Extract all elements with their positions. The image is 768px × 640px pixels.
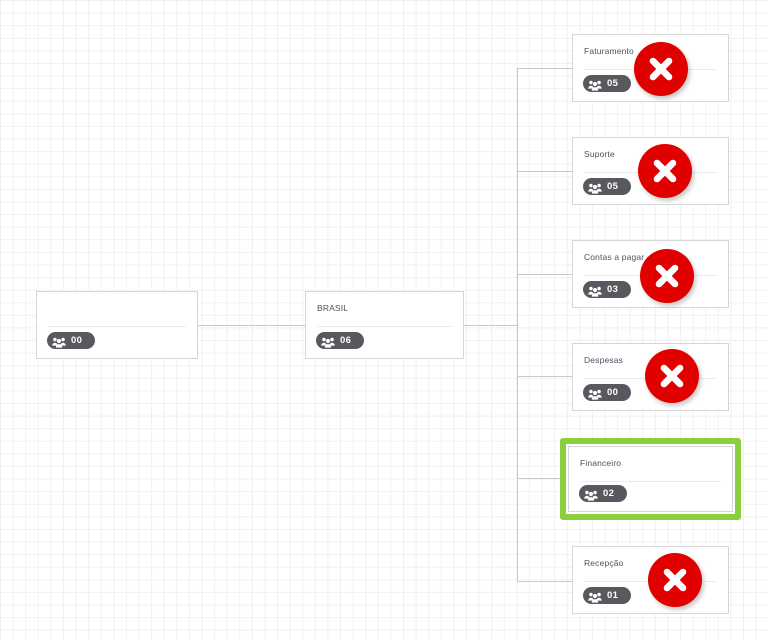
node-brasil[interactable]: BRASIL 06 bbox=[305, 291, 464, 359]
close-x-icon bbox=[657, 361, 687, 391]
member-count-badge: 02 bbox=[579, 485, 627, 502]
group-people-icon bbox=[588, 181, 602, 194]
node-root[interactable]: 00 bbox=[36, 291, 198, 359]
member-count-value: 03 bbox=[607, 283, 619, 295]
member-count-badge: 05 bbox=[583, 178, 631, 195]
node-title: Despesas bbox=[584, 355, 623, 365]
delete-node-button-contas-a-pagar[interactable] bbox=[640, 249, 694, 303]
node-divider bbox=[48, 326, 186, 327]
delete-node-button-recepcao[interactable] bbox=[648, 553, 702, 607]
group-people-icon bbox=[588, 78, 602, 91]
group-people-icon bbox=[52, 335, 66, 348]
member-count-value: 05 bbox=[607, 180, 619, 192]
delete-node-button-suporte[interactable] bbox=[638, 144, 692, 198]
node-financeiro[interactable]: Financeiro 02 bbox=[568, 446, 733, 512]
close-x-icon bbox=[646, 54, 676, 84]
member-count-value: 00 bbox=[607, 386, 619, 398]
member-count-badge: 03 bbox=[583, 281, 631, 298]
connector-branch-4 bbox=[517, 376, 572, 377]
node-divider bbox=[317, 326, 452, 327]
member-count-badge: 00 bbox=[583, 384, 631, 401]
connector-branch-5 bbox=[517, 478, 567, 479]
node-title: Contas a pagar bbox=[584, 252, 645, 262]
member-count-value: 00 bbox=[71, 334, 83, 346]
group-people-icon bbox=[588, 590, 602, 603]
connector-root-to-brasil bbox=[198, 325, 305, 326]
group-people-icon bbox=[588, 387, 602, 400]
node-divider bbox=[580, 481, 721, 482]
member-count-badge: 05 bbox=[583, 75, 631, 92]
member-count-value: 01 bbox=[607, 589, 619, 601]
close-x-icon bbox=[660, 565, 690, 595]
node-title: Faturamento bbox=[584, 46, 634, 56]
node-title: Financeiro bbox=[580, 458, 622, 468]
member-count-badge: 06 bbox=[316, 332, 364, 349]
connector-branch-3 bbox=[517, 274, 572, 275]
member-count-value: 06 bbox=[340, 334, 352, 346]
group-people-icon bbox=[321, 335, 335, 348]
delete-node-button-despesas[interactable] bbox=[645, 349, 699, 403]
node-brasil-title: BRASIL bbox=[317, 303, 349, 313]
connector-trunk bbox=[517, 68, 518, 581]
group-people-icon bbox=[588, 284, 602, 297]
close-x-icon bbox=[652, 261, 682, 291]
connector-branch-6 bbox=[517, 581, 572, 582]
node-title: Suporte bbox=[584, 149, 615, 159]
member-count-badge: 01 bbox=[583, 587, 631, 604]
member-count-value: 02 bbox=[603, 487, 615, 499]
close-x-icon bbox=[650, 156, 680, 186]
delete-node-button-faturamento[interactable] bbox=[634, 42, 688, 96]
connector-branch-2 bbox=[517, 171, 572, 172]
connector-brasil-to-trunk bbox=[464, 325, 518, 326]
member-count-badge: 00 bbox=[47, 332, 95, 349]
connector-branch-1 bbox=[517, 68, 572, 69]
group-people-icon bbox=[584, 488, 598, 501]
member-count-value: 05 bbox=[607, 77, 619, 89]
node-title: Recepção bbox=[584, 558, 624, 568]
